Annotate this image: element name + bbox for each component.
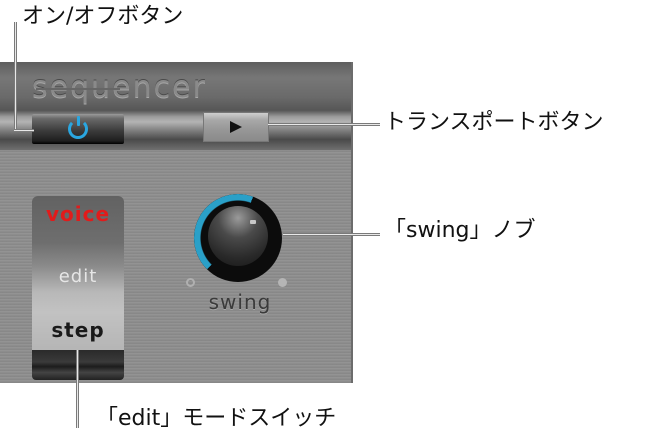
leader-power-vertical [14,22,17,132]
edit-mode-switch[interactable]: voice edit step [32,88,124,380]
callout-power-button: オン/オフボタン [22,4,184,29]
knob-min-dot-icon [186,278,195,287]
knob-pointer-icon [250,220,256,224]
leader-transport [268,123,380,126]
sequencer-panel: sequencer voice edit step swing [0,62,353,383]
knob-max-dot-icon [278,278,287,287]
leader-edit-mode [76,350,79,428]
callout-edit-mode-switch: 「edit」モードスイッチ [96,406,337,431]
callout-transport-button: トランスポートボタン [384,110,604,135]
switch-body[interactable] [32,196,124,351]
callout-swing-knob: 「swing」ノブ [384,218,536,243]
switch-top-line [36,88,120,90]
swing-knob[interactable] [186,190,290,290]
power-button[interactable] [32,114,124,144]
panel-title: sequencer [32,70,207,105]
leader-swing [283,233,380,236]
power-icon [68,116,88,139]
play-icon [230,121,242,133]
swing-knob-label: swing [208,290,272,314]
mode-option-edit: edit [58,266,98,287]
leader-power-horizontal [14,129,34,132]
knob-cap[interactable] [208,206,268,266]
mode-option-voice[interactable]: voice [45,202,111,226]
transport-play-button[interactable] [203,112,269,142]
mode-option-step[interactable]: step [51,318,105,342]
